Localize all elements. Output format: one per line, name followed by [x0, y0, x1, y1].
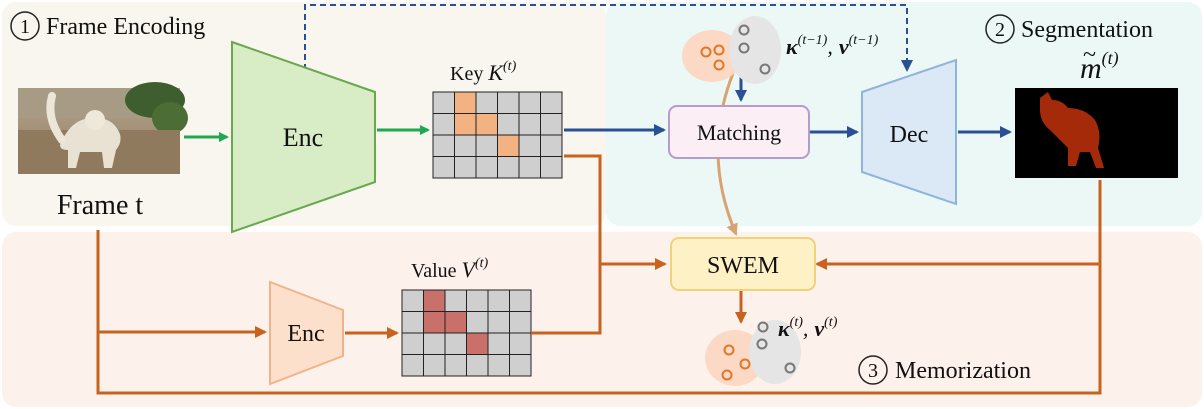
- key-grid-cell: [454, 113, 477, 136]
- matching-module: Matching: [668, 105, 810, 159]
- value-encoder: Enc: [269, 280, 344, 386]
- key-grid-cell: [475, 156, 498, 179]
- value-grid-cell: [423, 332, 446, 355]
- arrow-value-to-swem: [531, 264, 602, 335]
- key-grid-cell: [518, 113, 541, 136]
- key-grid-cell: [497, 156, 520, 179]
- key-grid-cell: [518, 156, 541, 179]
- stage-number-circle-2: [985, 14, 1015, 44]
- swem-label: SWEM: [707, 253, 779, 279]
- stage-number-2: 2: [995, 19, 1005, 41]
- key-grid-cell: [475, 134, 498, 157]
- output-mask: [1015, 88, 1178, 178]
- stage-label-frame-encoding: 1 Frame Encoding: [10, 11, 205, 41]
- key-encoder: Enc: [231, 40, 376, 234]
- value-grid-cell: [444, 311, 467, 334]
- value-grid-cell: [509, 332, 532, 355]
- stage-number-1: 1: [20, 16, 30, 38]
- key-grid-cell: [497, 134, 520, 157]
- key-grid-cell: [540, 91, 563, 114]
- mask-label: m(t): [1080, 48, 1119, 85]
- input-frame-image: [18, 82, 188, 174]
- value-grid-cell: [444, 354, 467, 377]
- key-grid-cell: [475, 113, 498, 136]
- stage-label-memorization: 3 Memorization: [858, 355, 1031, 385]
- decoder: Dec: [861, 58, 957, 206]
- key-grid-cell: [432, 134, 455, 157]
- memory-prev-label: κ(t−1),ν(t−1): [786, 33, 879, 59]
- key-grid-cell: [454, 91, 477, 114]
- matching-label: Matching: [697, 120, 781, 145]
- value-grid-cell: [509, 289, 532, 312]
- key-label: Key K(t): [450, 59, 517, 85]
- key-grid-cell: [540, 134, 563, 157]
- stage-title-memorization: Memorization: [895, 358, 1031, 384]
- mask-label-accent: ~: [1083, 42, 1096, 68]
- key-grid-cell: [475, 91, 498, 114]
- arrow-key-to-swem: [564, 154, 667, 270]
- value-grid-cell: [444, 289, 467, 312]
- value-grid-cell: [509, 354, 532, 377]
- value-grid-cell: [444, 332, 467, 355]
- input-frame-label: Frame t: [57, 190, 144, 221]
- key-grid-cell: [432, 91, 455, 114]
- stage-number-circle-1: [10, 11, 40, 41]
- value-grid-cell: [466, 289, 489, 312]
- key-grid-cell: [454, 156, 477, 179]
- value-grid-cell: [423, 354, 446, 377]
- key-grid-cell: [432, 113, 455, 136]
- value-grid-cell: [466, 311, 489, 334]
- key-grid: [432, 91, 563, 179]
- value-grid-cell: [423, 289, 446, 312]
- memory-cluster-prev: [682, 16, 781, 84]
- stage-number-3: 3: [868, 360, 878, 382]
- key-encoder-label: Enc: [283, 123, 323, 152]
- key-grid-cell: [518, 91, 541, 114]
- decoder-label: Dec: [890, 122, 929, 148]
- key-grid-cell: [518, 134, 541, 157]
- value-grid-cell: [423, 311, 446, 334]
- arrow-frame-loop-bottom: [96, 262, 1102, 395]
- stage-title-segmentation: Segmentation: [1021, 17, 1153, 43]
- value-grid-cell: [487, 332, 510, 355]
- key-grid-cell: [497, 113, 520, 136]
- value-grid-cell: [487, 311, 510, 334]
- skip-connection-dashed: [304, 4, 913, 72]
- value-grid-cell: [401, 332, 424, 355]
- value-grid-cell: [401, 311, 424, 334]
- stage-title-frame-encoding: Frame Encoding: [46, 14, 205, 40]
- memory-curr-label: κ(t),ν(t): [778, 315, 838, 341]
- stage-number-circle-3: [858, 355, 888, 385]
- swem-module: SWEM: [670, 237, 816, 291]
- value-grid-cell: [466, 332, 489, 355]
- key-grid-cell: [454, 134, 477, 157]
- value-label: Value V(t): [411, 256, 489, 282]
- value-grid-cell: [466, 354, 489, 377]
- key-grid-cell: [432, 156, 455, 179]
- key-grid-cell: [540, 156, 563, 179]
- key-grid-cell: [540, 113, 563, 136]
- memory-cluster-curr: [705, 320, 801, 386]
- value-grid-cell: [509, 311, 532, 334]
- value-encoder-label: Enc: [287, 321, 324, 347]
- value-grid-cell: [487, 354, 510, 377]
- value-grid-cell: [401, 289, 424, 312]
- stage-label-segmentation: 2 Segmentation: [985, 14, 1153, 44]
- key-grid-cell: [497, 91, 520, 114]
- value-grid: [401, 289, 532, 377]
- value-grid-cell: [401, 354, 424, 377]
- value-grid-cell: [487, 289, 510, 312]
